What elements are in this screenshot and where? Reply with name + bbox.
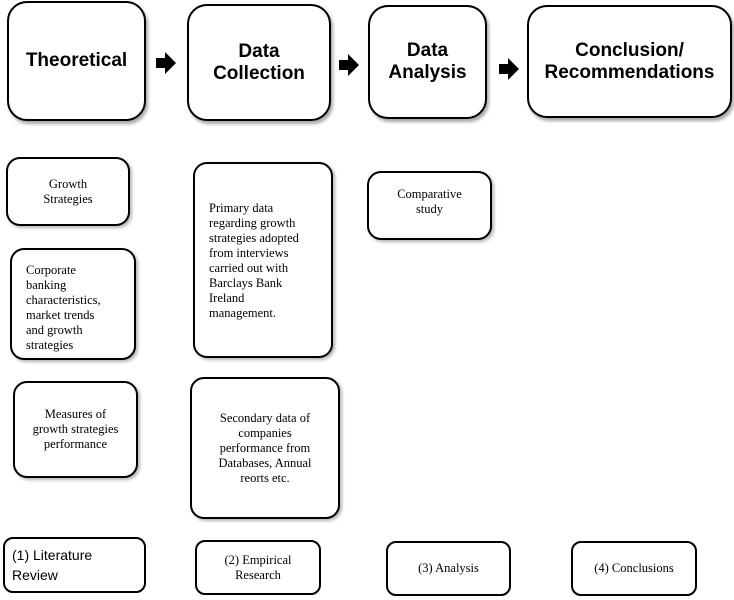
- header-conclusion-label: Conclusion/ Recommendations: [544, 39, 715, 83]
- stage-empirical-research: (2) Empirical Research: [195, 540, 321, 595]
- measures-performance-box: Measures of growth strategies performanc…: [13, 381, 138, 478]
- stage-literature-review: (1) Literature Review: [3, 537, 146, 593]
- stage-analysis-label: (3) Analysis: [418, 561, 479, 575]
- header-data-analysis-label: Data Analysis: [388, 40, 467, 83]
- comparative-study-box: Comparative study: [367, 171, 492, 240]
- flow-arrow-2: [339, 54, 359, 76]
- header-conclusion: Conclusion/ Recommendations: [527, 5, 732, 118]
- secondary-data-text: Secondary data of companies performance …: [218, 410, 312, 485]
- header-theoretical: Theoretical: [7, 1, 146, 121]
- header-data-collection: Data Collection: [187, 4, 331, 121]
- measures-performance-text: Measures of growth strategies performanc…: [32, 407, 119, 451]
- stage-analysis: (3) Analysis: [386, 541, 511, 596]
- primary-data-box: Primary data regarding growth strategies…: [193, 162, 333, 358]
- primary-data-text: Primary data regarding growth strategies…: [209, 201, 299, 320]
- secondary-data-box: Secondary data of companies performance …: [190, 377, 340, 519]
- stage-literature-review-label: (1) Literature Review: [12, 547, 93, 583]
- stage-empirical-research-label: (2) Empirical Research: [224, 552, 292, 582]
- stage-conclusions-label: (4) Conclusions: [594, 561, 674, 575]
- flow-arrow-3: [499, 58, 519, 80]
- corporate-banking-box: Corporate banking characteristics, marke…: [10, 248, 136, 360]
- flow-arrow-1: [156, 52, 176, 74]
- comparative-study-text: Comparative study: [397, 186, 462, 216]
- corporate-banking-text: Corporate banking characteristics, marke…: [26, 263, 101, 352]
- growth-strategies-box: Growth Strategies: [6, 157, 130, 226]
- growth-strategies-text: Growth Strategies: [43, 176, 93, 206]
- header-data-collection-label: Data Collection: [213, 40, 305, 84]
- header-theoretical-label: Theoretical: [25, 50, 128, 71]
- header-data-analysis: Data Analysis: [368, 5, 487, 119]
- stage-conclusions: (4) Conclusions: [571, 541, 697, 596]
